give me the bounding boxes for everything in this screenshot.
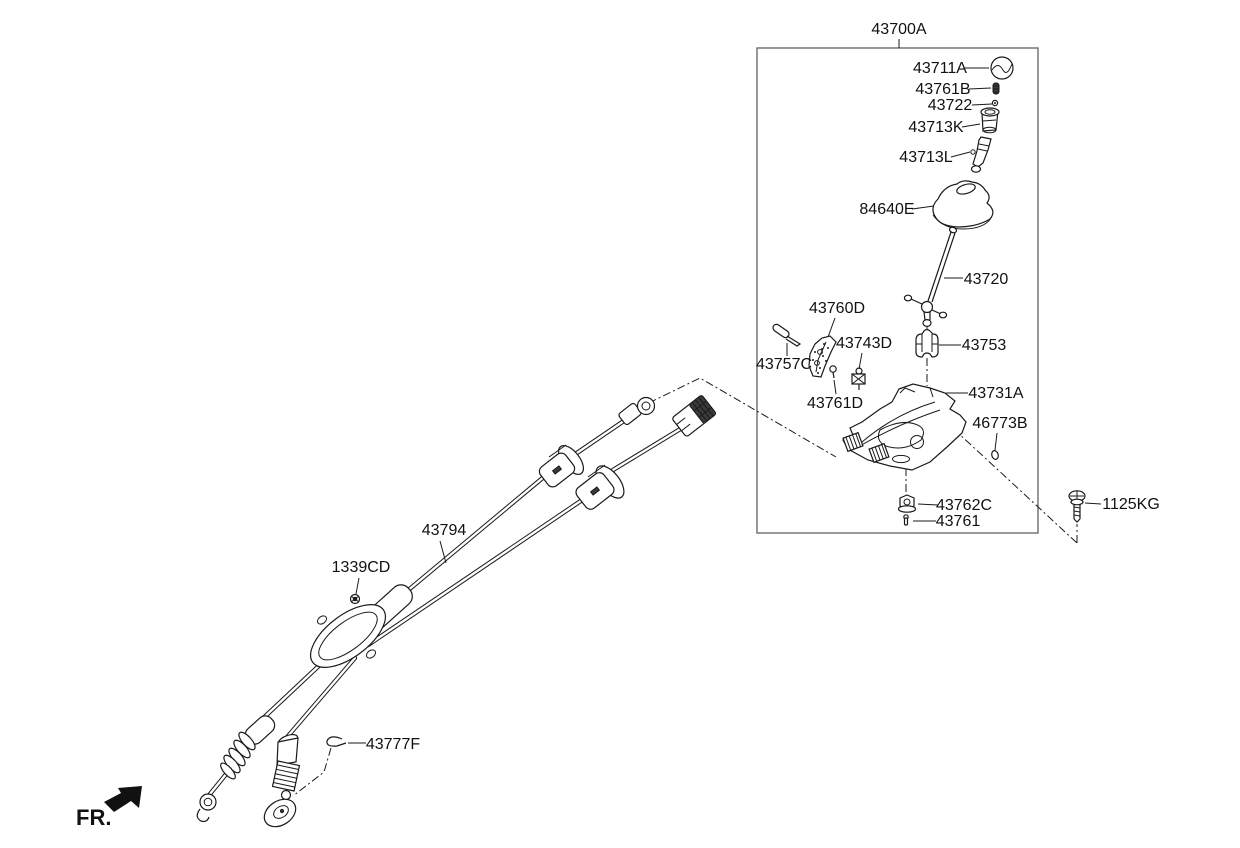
shift-lever-knob	[990, 56, 1014, 80]
cable-square-plug-connector	[672, 395, 717, 437]
assembly-boundary-box	[756, 47, 1039, 534]
front-marker-label: FR.	[76, 805, 111, 830]
lever-upper-section	[970, 136, 992, 173]
part-label-43762c: 43762C	[936, 497, 992, 514]
part-label-43711a: 43711A	[913, 60, 967, 77]
o-ring	[991, 450, 999, 460]
part-labels: 43700A 43711A 43761B 43722 43713K 43713L…	[332, 21, 1160, 753]
part-label-43794: 43794	[422, 522, 467, 539]
part-label-43731a: 43731A	[968, 385, 1023, 402]
spring-pin-upper	[992, 82, 1000, 95]
cable-bellows	[220, 731, 256, 780]
mount-bracket-plate	[808, 335, 837, 378]
part-label-43761b: 43761B	[915, 81, 970, 98]
part-label-46773b: 46773B	[972, 415, 1027, 432]
part-label-1339cd: 1339CD	[332, 559, 391, 576]
front-direction-marker: FR.	[76, 786, 142, 830]
part-label-43713l: 43713L	[899, 149, 952, 166]
shift-lever-boot	[932, 180, 994, 230]
mount-bolt	[1068, 490, 1086, 523]
part-label-43720: 43720	[964, 271, 1009, 288]
part-label-43753: 43753	[962, 337, 1007, 354]
part-label-43743d: 43743D	[836, 335, 892, 352]
part-label-43713k: 43713K	[908, 119, 963, 136]
cable-threaded-fitting	[271, 733, 301, 801]
pin-mid	[829, 365, 837, 379]
part-label-43700a: 43700A	[871, 21, 926, 38]
lock-nut	[897, 494, 917, 513]
assembly-axis-lines	[292, 325, 1078, 797]
part-label-43777f: 43777F	[366, 736, 420, 753]
part-label-1125kg: 1125KG	[1102, 496, 1160, 513]
retainer-clip	[326, 736, 347, 747]
shift-cable-assembly	[196, 395, 717, 828]
pivot-pin	[772, 323, 802, 347]
part-label-43761d: 43761D	[807, 395, 863, 412]
front-direction-arrow-icon	[104, 786, 142, 812]
lever-bushing-block	[915, 328, 939, 358]
cable-mount-fitting-2	[575, 464, 625, 510]
part-label-43760d: 43760D	[809, 300, 865, 317]
part-label-43761: 43761	[936, 513, 981, 530]
part-label-43757c: 43757C	[756, 356, 812, 373]
firewall-grommet-plate	[310, 604, 386, 668]
shifter-base-housing	[842, 383, 967, 471]
label-leader-lines	[348, 39, 1102, 744]
lever-bushing-upper	[980, 107, 1000, 134]
cable-mount-fitting-1	[538, 444, 585, 488]
set-screw	[991, 99, 999, 107]
cable-eye-end-connector	[618, 396, 656, 426]
shift-lever-rod	[903, 226, 958, 328]
cable-clamp	[851, 367, 866, 390]
cable-ball-socket-end	[263, 798, 297, 828]
grommet-nut	[349, 593, 361, 605]
cable-eye-hook-end	[196, 793, 217, 823]
pin-lower	[903, 514, 909, 526]
part-label-43722: 43722	[928, 97, 973, 114]
part-label-84640e: 84640E	[859, 201, 914, 218]
